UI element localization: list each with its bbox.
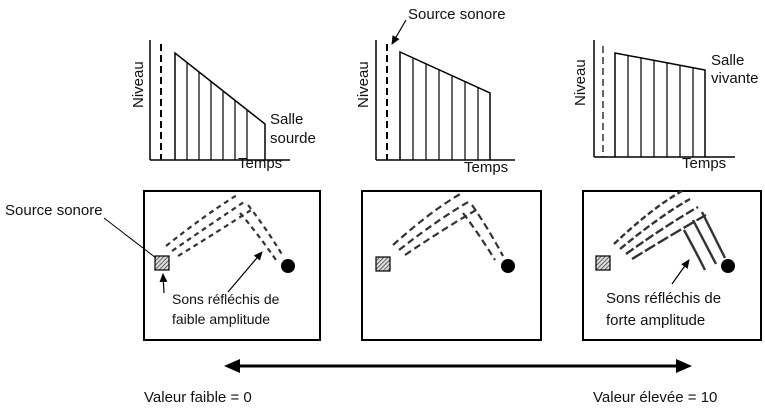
sound-source-icon [154,255,170,271]
weak-reflection-label-line2: faible amplitude [172,311,270,327]
strong-reflection-label-line2: forte amplitude [606,312,705,329]
graph-dead-room: Niveau Temps Salle sourde [130,40,316,172]
listener-icon [501,259,515,273]
decay-envelope [614,52,706,157]
x-axis-label: Temps [682,155,726,172]
weak-reflection-label-line1: Sons réfléchis de [172,291,280,307]
y-axis-label: Niveau [572,59,589,106]
room-label-line2: vivante [711,70,759,87]
source-label: Source sonore [408,6,506,23]
value-scale: Valeur faible = 0 Valeur élevée = 10 [144,359,717,406]
decay-envelope [174,51,266,160]
sound-source-icon [375,256,391,272]
source-label: Source sonore [5,202,103,219]
reflection-arrow [227,251,263,293]
source-pointer-arrow [391,19,407,45]
sound-source-icon [595,255,611,271]
room-outline [582,190,762,341]
room-medium [361,190,542,341]
room-live: Sons réfléchis de forte amplitude [582,189,762,341]
room-label-line2: sourde [270,130,316,147]
scale-low-label: Valeur faible = 0 [144,389,252,406]
scale-arrow-left-icon [224,359,240,373]
room-label-line1: Salle [711,52,744,69]
x-axis-label: Temps [464,159,508,176]
decay-envelope [399,50,491,160]
reflection-arrow [671,259,690,285]
scale-high-label: Valeur élevée = 10 [593,389,717,406]
sound-wave-arcs [613,189,727,271]
graph-live-room: Niveau Temps Salle vivante [572,40,759,172]
y-axis-label: Niveau [130,61,147,108]
room-outline [143,190,321,341]
graph-medium-room: Niveau Temps Source sonore [355,6,515,176]
sound-wave-arcs [392,192,504,261]
source-arrow [159,273,168,294]
listener-icon [281,259,295,273]
source-leader-line [103,217,157,259]
scale-arrow-right-icon [676,359,692,373]
x-axis-label: Temps [238,155,282,172]
strong-reflection-label-line1: Sons réfléchis de [606,290,721,307]
room-outline [361,190,542,341]
room-dead: Source sonore Sons réfléchis de faible a… [5,190,321,341]
listener-icon [721,259,735,273]
y-axis-label: Niveau [355,61,372,108]
room-label-line1: Salle [270,111,303,128]
sound-wave-arcs [165,194,284,261]
